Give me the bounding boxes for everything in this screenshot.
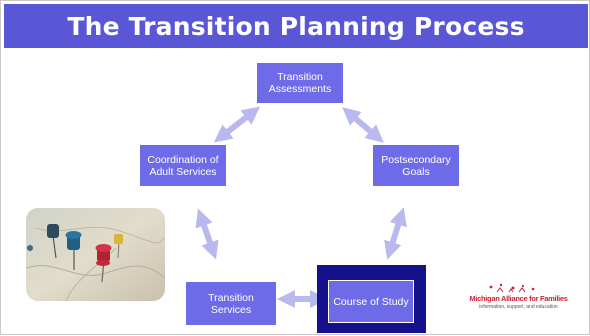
logo-name: Michigan Alliance for Families — [469, 294, 568, 303]
slide-title: The Transition Planning Process — [67, 11, 525, 41]
step-label: Transition Services — [208, 291, 254, 316]
title-bar: The Transition Planning Process — [4, 4, 588, 48]
step-label: Transition Assessments — [268, 71, 332, 95]
step-label: Coordination of Adult Services — [147, 153, 219, 178]
step-transition-assessments: Transition Assessments — [257, 63, 343, 103]
step-postsecondary-goals: Postsecondary Goals — [373, 145, 459, 186]
step-coordination-adult-services: Coordination of Adult Services — [140, 145, 226, 186]
logo-tagline: information, support, and education — [479, 304, 558, 310]
step-transition-services: Transition Services — [186, 282, 276, 325]
step-label: Course of Study — [333, 295, 409, 308]
map-pins-photo — [26, 208, 165, 301]
michigan-alliance-logo: Michigan Alliance for Families informati… — [461, 283, 576, 313]
step-label: Postsecondary Goals — [381, 153, 451, 178]
step-course-of-study: Course of Study — [328, 280, 414, 323]
